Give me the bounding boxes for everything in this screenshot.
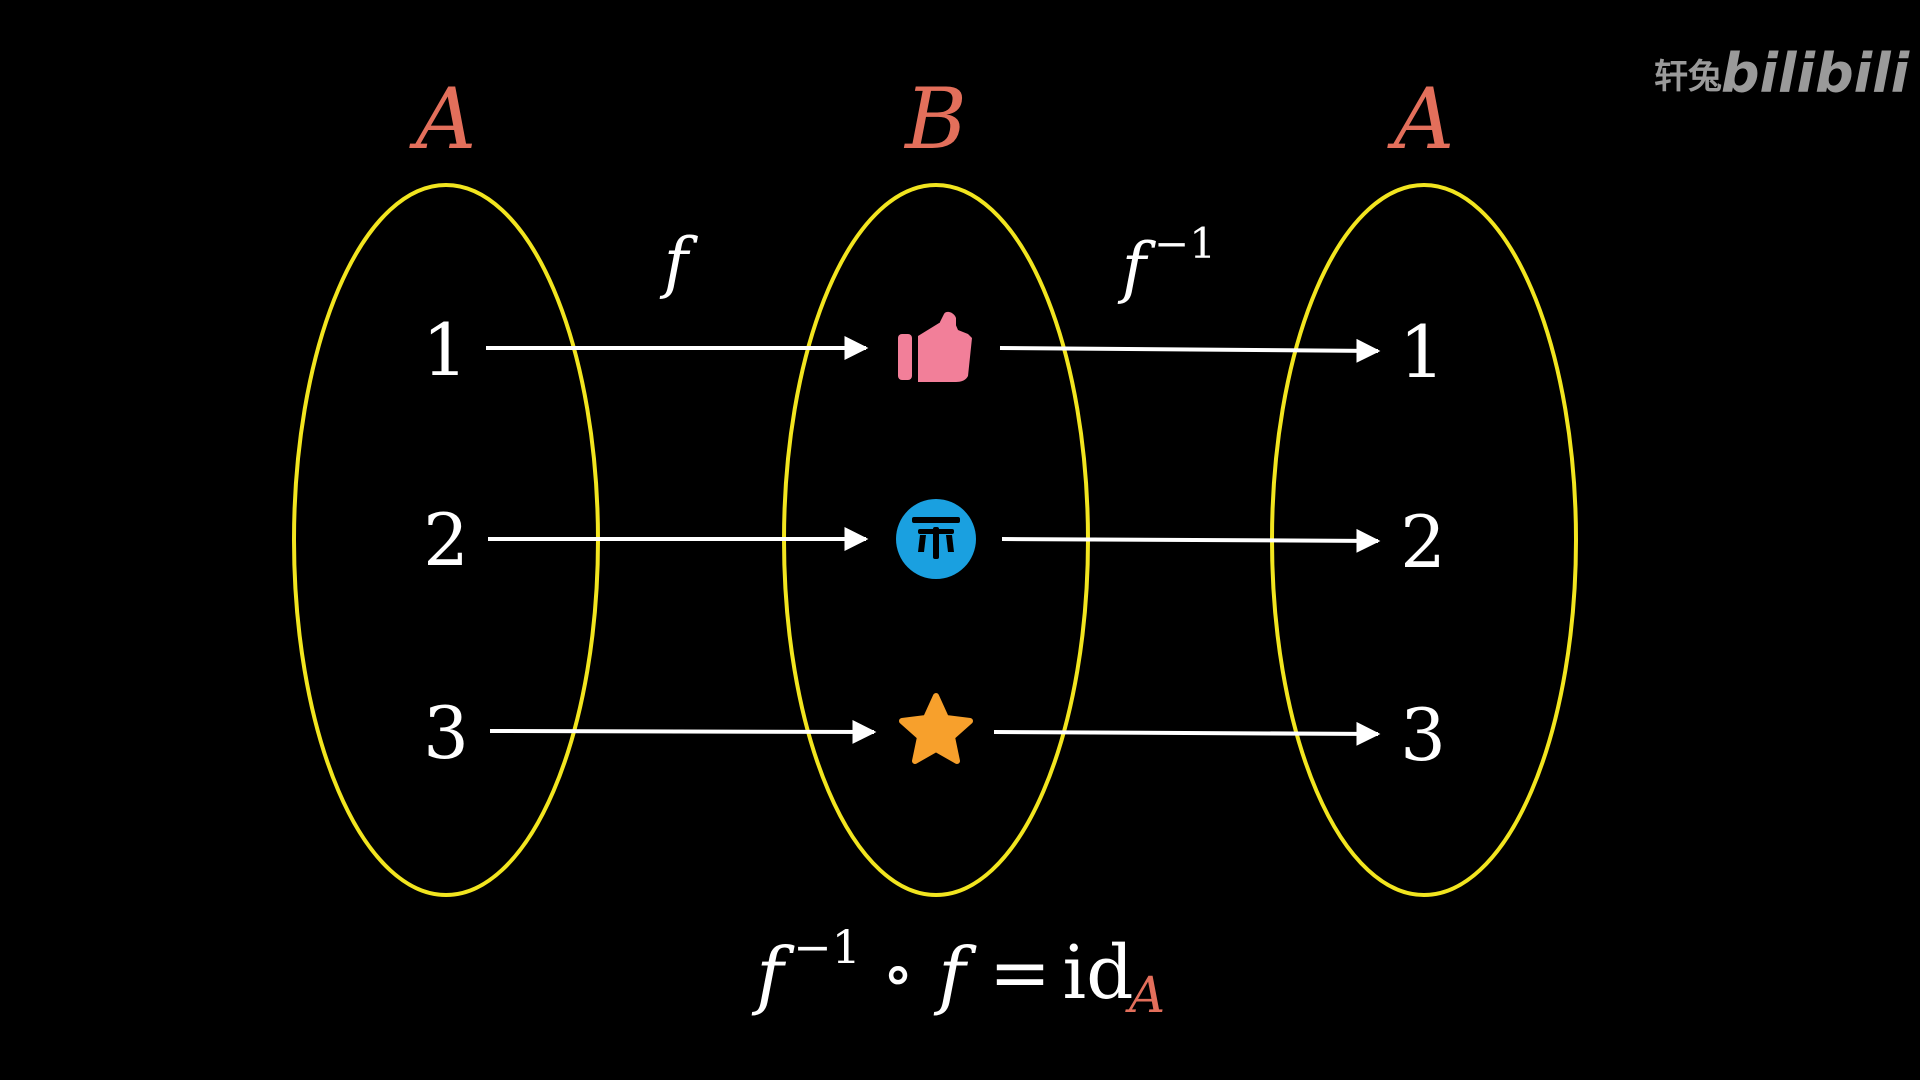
set-b-label: B <box>903 70 967 168</box>
map-forward-label: f <box>659 224 699 301</box>
map-arrow-inverse <box>1001 528 1381 553</box>
watermark-brand-logo: bilibili <box>1721 42 1911 105</box>
map-inverse-exponent: −1 <box>1154 219 1216 268</box>
set-a-result-label: A <box>1387 70 1455 168</box>
formula-id: id <box>1062 930 1133 1016</box>
map-inverse-base: f <box>1117 229 1157 306</box>
formula-f: f <box>933 932 977 1018</box>
formula-equals: = <box>989 930 1051 1016</box>
formula-inverse-exponent: −1 <box>793 920 861 974</box>
watermark-author: 轩兔 <box>1654 57 1722 97</box>
coin-icon <box>896 499 976 579</box>
map-inverse-label: f −1 <box>1117 219 1216 306</box>
result-element: 1 <box>1399 310 1445 394</box>
map-arrow-inverse <box>999 338 1381 363</box>
thumbs-up-icon <box>898 311 972 382</box>
domain-element: 2 <box>423 498 469 582</box>
formula-f-inverse: f <box>751 932 795 1018</box>
result-element: 2 <box>1400 500 1446 584</box>
map-arrow-forward <box>489 719 877 744</box>
formula-id-subscript: A <box>1125 966 1165 1024</box>
set-a-label: A <box>409 70 477 168</box>
result-element: 3 <box>1400 693 1446 777</box>
domain-element: 3 <box>423 691 469 775</box>
watermark: 轩兔 bilibili <box>1654 42 1911 105</box>
map-arrow-inverse <box>993 721 1381 746</box>
domain-element: 1 <box>422 308 468 392</box>
composition-formula: f −1 ∘ f = id A <box>751 920 1165 1024</box>
star-icon <box>899 693 973 764</box>
formula-compose-symbol: ∘ <box>882 935 914 1012</box>
